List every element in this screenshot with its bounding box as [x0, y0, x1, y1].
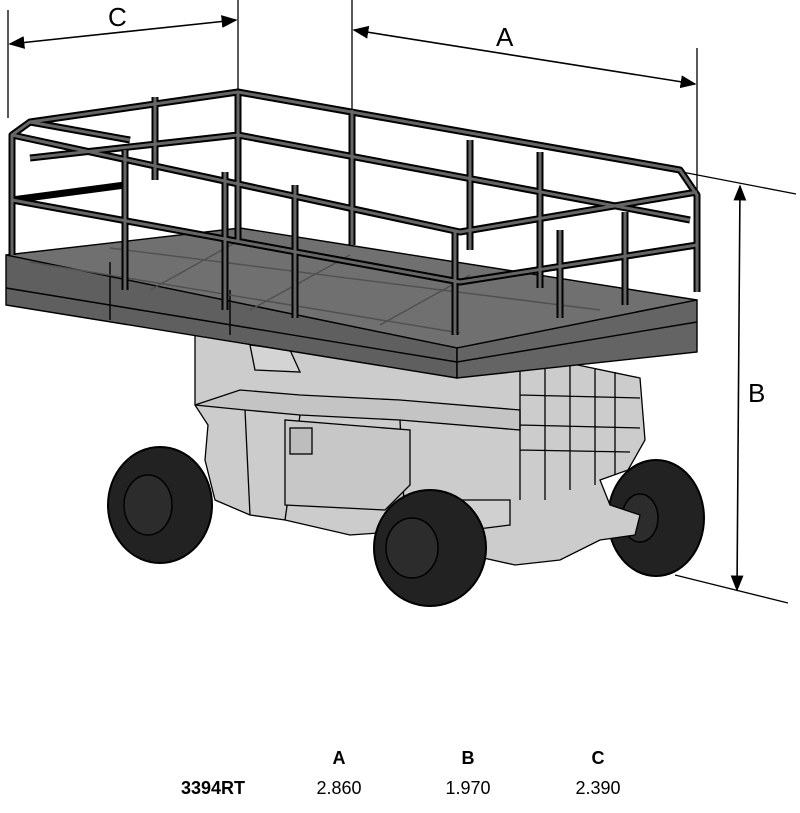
spec-table-row: 3394RT 2.860 1.970 2.390: [0, 778, 800, 808]
spec-table: A B C 3394RT 2.860 1.970 2.390: [0, 748, 800, 808]
value-a: 2.860: [316, 778, 362, 798]
header-b: B: [461, 748, 475, 768]
dimension-label-b: B: [748, 378, 765, 408]
spec-table-header: A B C: [0, 748, 800, 778]
dimension-label-a: A: [496, 22, 514, 52]
platform-deck: [5, 227, 698, 379]
model-name: 3394RT: [180, 778, 245, 798]
chassis: [194, 334, 646, 566]
dimension-c: C: [7, 0, 239, 118]
dimension-b: B: [674, 171, 797, 604]
guardrail-inner: [10, 90, 699, 335]
dimension-label-c: C: [108, 2, 127, 32]
front-right-wheel: [373, 489, 487, 607]
value-c: 2.390: [575, 778, 621, 798]
value-b: 1.970: [445, 778, 491, 798]
header-a: A: [332, 748, 346, 768]
rear-left-wheel: [107, 446, 213, 564]
header-c: C: [591, 748, 605, 768]
scissor-lift-diagram: C A B: [5, 0, 797, 607]
